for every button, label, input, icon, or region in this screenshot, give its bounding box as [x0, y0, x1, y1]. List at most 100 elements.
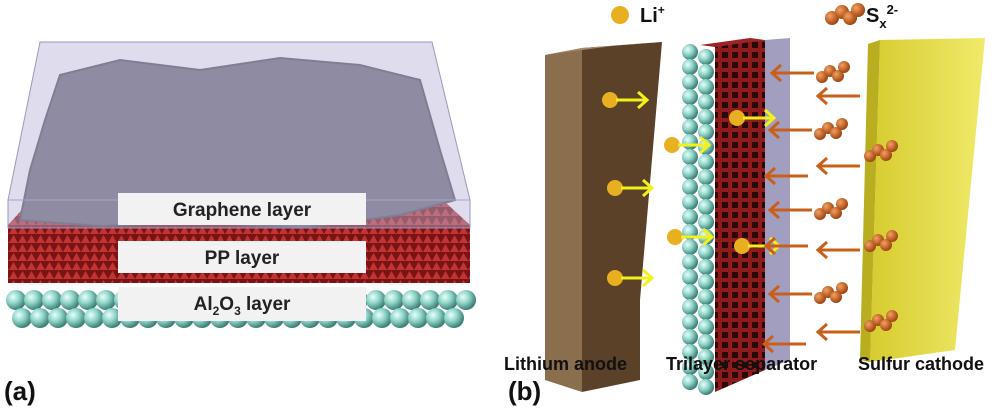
polysulfide-arrow [815, 240, 860, 260]
alumina-sphere [426, 308, 446, 328]
polysulfide-arrow [767, 200, 812, 220]
alumina-sphere [682, 374, 698, 390]
polysulfide-molecule [814, 118, 848, 140]
alumina-sphere [698, 304, 714, 320]
alumina-sphere [698, 334, 714, 350]
alumina-sphere [682, 149, 698, 165]
alumina-sphere [682, 89, 698, 105]
li-ion-legend-icon [611, 6, 629, 24]
graphene-sheet [18, 56, 457, 230]
alumina-sphere [12, 308, 32, 328]
alumina-sphere [682, 134, 698, 150]
alumina-sphere [48, 308, 68, 328]
li-ion [607, 270, 623, 286]
alumina-sphere [384, 290, 404, 310]
alumina-sphere [682, 194, 698, 210]
li-ion [734, 238, 750, 254]
alumina-sphere [444, 308, 464, 328]
alumina-sphere [66, 308, 86, 328]
alumina-sphere [698, 244, 714, 260]
alumina-sphere [390, 308, 410, 328]
li-arrow [621, 268, 655, 288]
alumina-sphere [698, 349, 714, 365]
li-ion-legend-label: Li+ [640, 3, 665, 27]
li-arrow [743, 108, 777, 128]
alumina-sphere [420, 290, 440, 310]
al2o3-spheres-b [682, 44, 714, 395]
li-arrow [621, 178, 655, 198]
polysulfide-molecule [864, 140, 898, 162]
polysulfide-arrow [767, 284, 812, 304]
polysulfide-molecule [814, 282, 848, 304]
alumina-sphere [682, 59, 698, 75]
li-ion [667, 229, 683, 245]
polysulfide-molecule [864, 230, 898, 252]
polysulfide-arrow [815, 86, 860, 106]
sulfur-cathode-label: Sulfur cathode [858, 354, 984, 374]
polysulfide-legend-label: Sx2- [866, 2, 898, 31]
panel-a-stack: Graphene layer PP layer Al2O3 layer [6, 41, 476, 328]
al2o3-label-box [118, 287, 366, 321]
alumina-sphere [682, 164, 698, 180]
polysulfide-legend-icon [825, 3, 865, 25]
alumina-sphere [96, 290, 116, 310]
alumina-sphere [682, 74, 698, 90]
pp-layer-b [715, 40, 765, 392]
alumina-sphere [698, 259, 714, 275]
alumina-sphere [682, 299, 698, 315]
polysulfide-arrow [761, 334, 806, 354]
alumina-sphere [698, 94, 714, 110]
trilayer-separator-label: Trilayer separator [666, 354, 817, 374]
li-ion [607, 180, 623, 196]
sulfur-cathode [860, 38, 985, 362]
alumina-sphere [682, 179, 698, 195]
li-arrow [678, 135, 712, 155]
alumina-sphere [698, 169, 714, 185]
alumina-sphere [682, 359, 698, 375]
alumina-sphere [682, 119, 698, 135]
alumina-sphere [698, 154, 714, 170]
polysulfide-molecule [816, 61, 850, 83]
alumina-sphere [372, 308, 392, 328]
panel-a-tag: (a) [4, 376, 36, 406]
alumina-sphere [698, 109, 714, 125]
alumina-sphere [60, 290, 80, 310]
polysulfide-molecule [864, 310, 898, 332]
graphene-label-box [118, 193, 366, 225]
li-ion [602, 92, 618, 108]
polysulfide-arrow [763, 166, 808, 186]
alumina-sphere [682, 239, 698, 255]
panel-b-tag: (b) [508, 376, 541, 406]
alumina-sphere [698, 319, 714, 335]
al2o3-layer-label: Al2O3 layer [194, 294, 291, 318]
alumina-sphere [682, 209, 698, 225]
li-arrow [616, 90, 650, 110]
alumina-sphere [698, 124, 714, 140]
alumina-sphere [682, 284, 698, 300]
alumina-sphere [698, 364, 714, 380]
alumina-sphere [682, 254, 698, 270]
graphene-layer-label: Graphene layer [173, 200, 312, 221]
alumina-sphere [682, 44, 698, 60]
lithium-anode-label: Lithium anode [504, 354, 627, 374]
li-arrow [681, 227, 715, 247]
alumina-sphere [682, 344, 698, 360]
alumina-sphere [366, 290, 386, 310]
alumina-sphere [698, 199, 714, 215]
polysulfide-arrow [815, 322, 860, 342]
alumina-sphere [698, 184, 714, 200]
alumina-sphere [698, 289, 714, 305]
polysulfide-arrow [769, 63, 814, 83]
pp-layer-b-top [700, 38, 765, 47]
alumina-sphere [42, 290, 62, 310]
alumina-sphere [698, 274, 714, 290]
alumina-sphere [682, 104, 698, 120]
alumina-sphere [682, 314, 698, 330]
polysulfide-arrow [767, 120, 812, 140]
alumina-sphere [102, 308, 122, 328]
polysulfide-arrow [815, 156, 860, 176]
alumina-sphere [24, 290, 44, 310]
polysulfide-molecule [814, 198, 848, 220]
alumina-sphere [6, 290, 26, 310]
